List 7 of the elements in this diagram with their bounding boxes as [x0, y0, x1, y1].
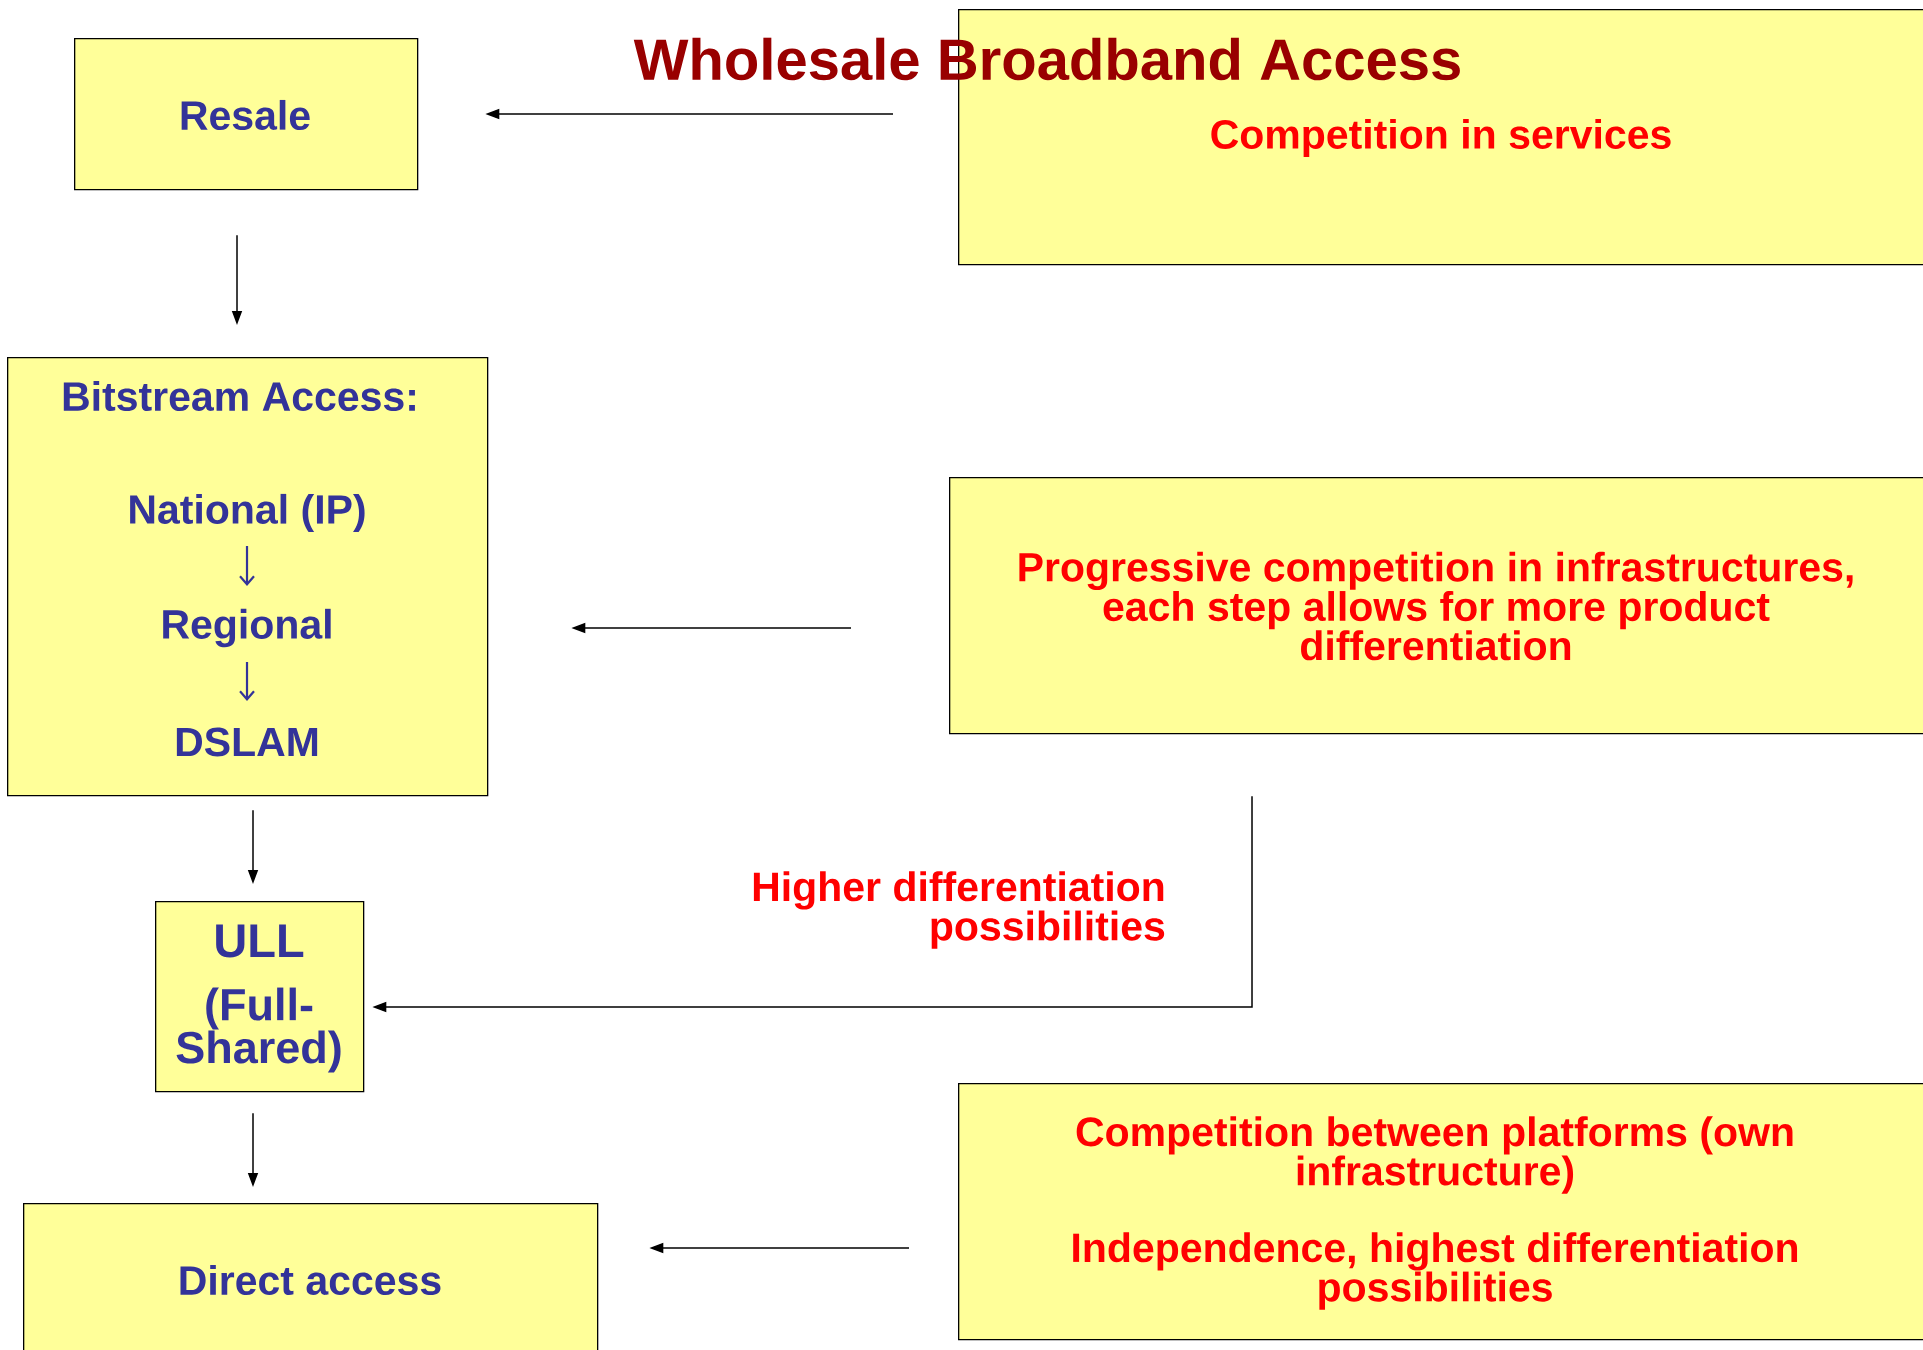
edge-label: Higher differentiation possibilities [753, 871, 1165, 949]
note-box: Progressive competition in infrastructures, each step allows for more product differentiation [949, 477, 1923, 735]
process-box: ULL (Full-Shared) [155, 901, 365, 1093]
note-box: Competition between platforms (own infrastructure) Independence, highest differentiation possibilities [958, 1083, 1923, 1341]
process-box: Direct access [23, 1203, 599, 1350]
process-box: Resale [74, 38, 419, 191]
process-box: Bitstream Access: National (IP) Regional DSLAM [7, 357, 489, 797]
